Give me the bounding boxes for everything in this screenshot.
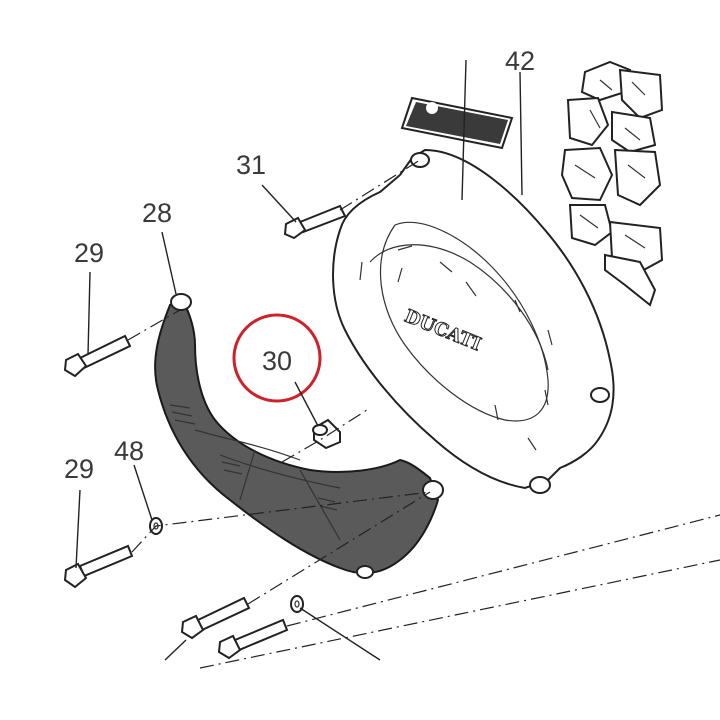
bolt-29-bottom [63, 544, 134, 589]
callout-48: 48 [114, 436, 144, 466]
callout-30: 30 [262, 346, 292, 376]
bolt-29-top [63, 334, 132, 378]
highlight-circle [232, 313, 322, 403]
clutch-cover: DUCATI [332, 96, 615, 494]
callout-42: 42 [505, 46, 535, 76]
callout-31: 31 [236, 150, 266, 180]
callout-29-bottom: 29 [64, 454, 94, 484]
bolt-lower-right [217, 618, 289, 660]
clutch-pack [560, 60, 664, 307]
bolt-lower-left [180, 596, 251, 640]
clutch-guard [154, 293, 444, 579]
callout-28: 28 [142, 198, 172, 228]
spacer-30 [312, 418, 341, 450]
callout-29-top: 29 [74, 238, 104, 268]
bolt-31 [283, 204, 347, 240]
